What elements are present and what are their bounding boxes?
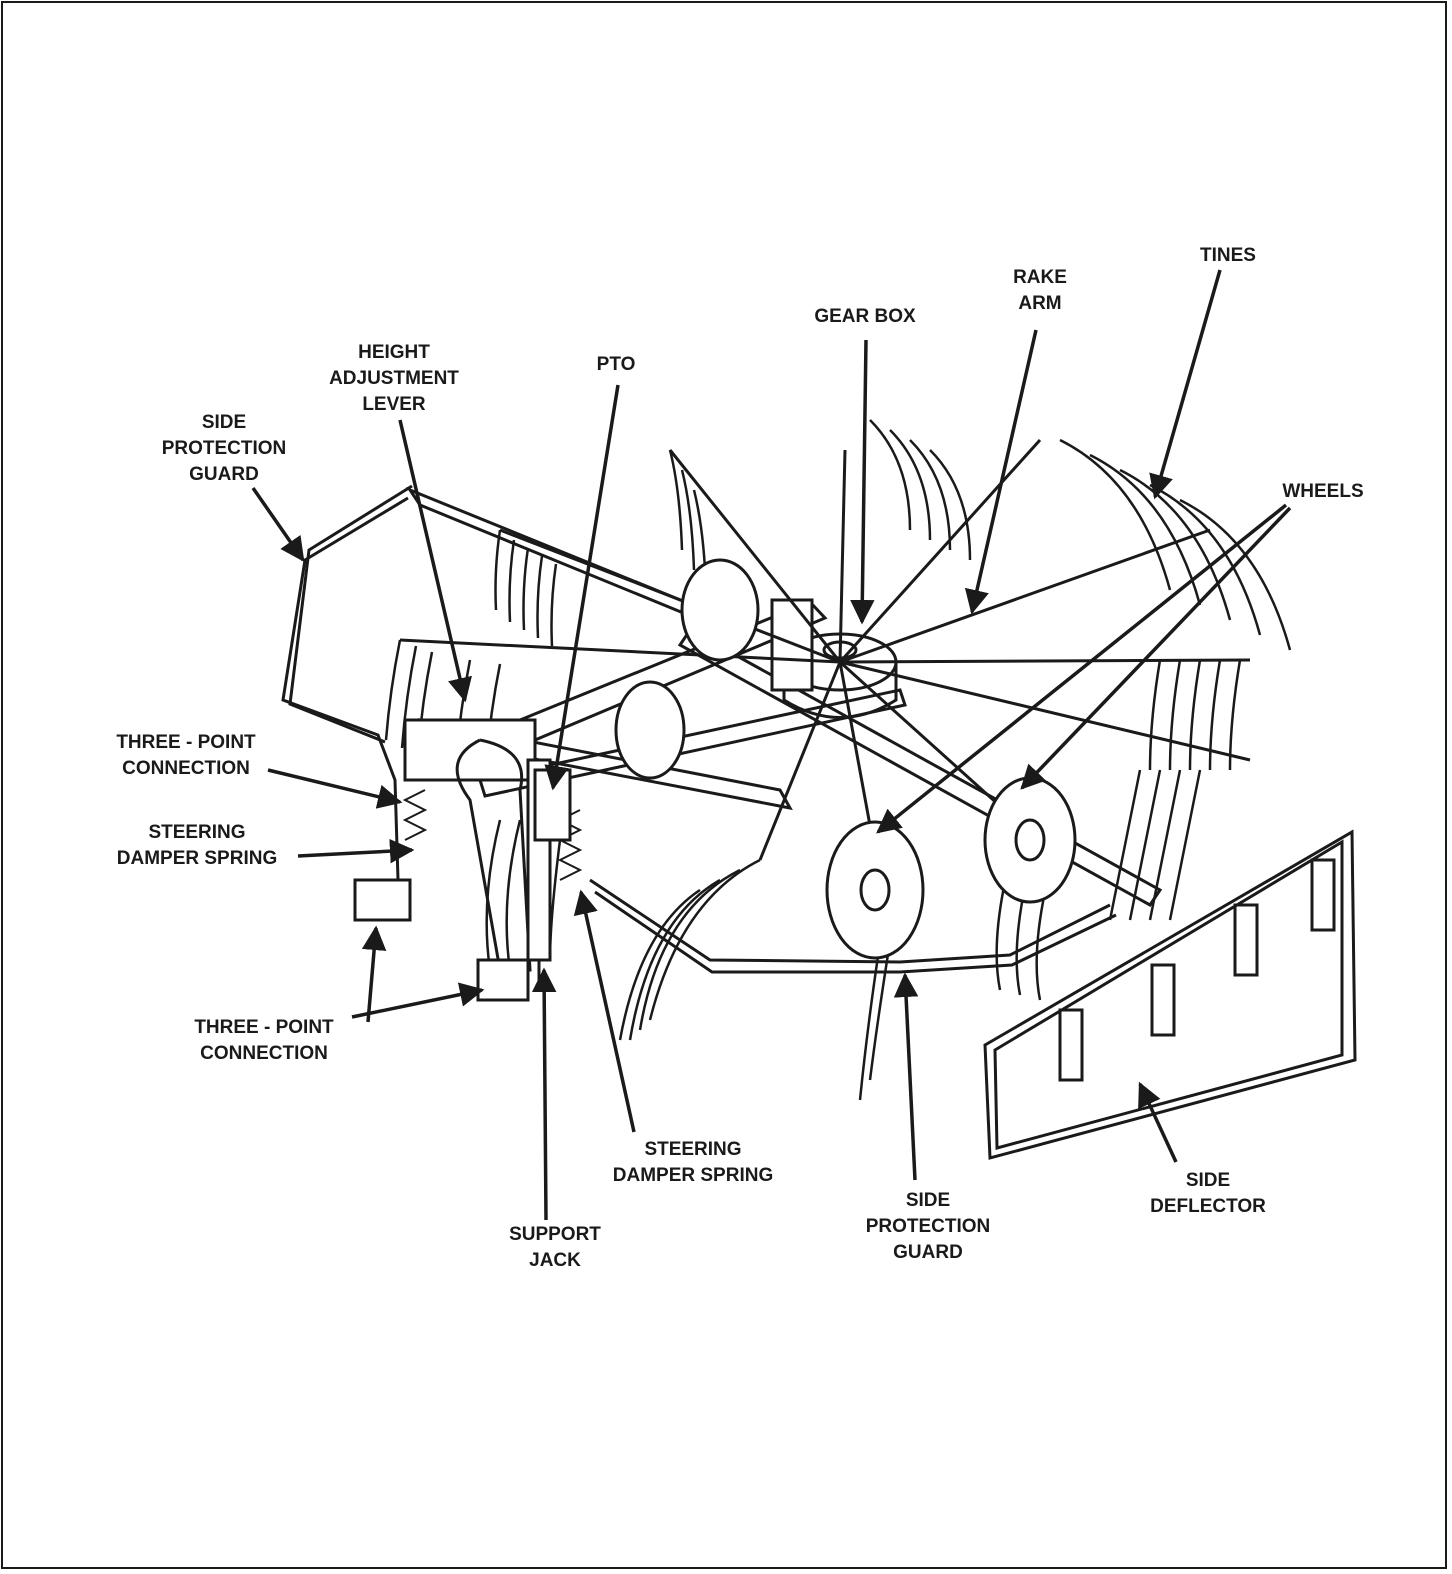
lower-side-protection-guard-drawing (589, 878, 1117, 974)
tines-drawing (384, 419, 1292, 1101)
arrow-three-point-connection-lower-b (351, 982, 485, 1019)
arrow-three-point-connection-upper (267, 768, 403, 809)
arrow-pto (544, 384, 620, 791)
arrow-three-point-connection-lower-a (361, 925, 387, 1023)
arrow-height-adjustment-lever (398, 419, 472, 703)
label-gear-box: GEAR BOX (814, 306, 916, 327)
wheels-drawing (614, 558, 1077, 960)
label-pto: PTO (596, 354, 636, 375)
arrow-side-deflector (1138, 1081, 1178, 1163)
arrow-steering-damper-spring-bottom (573, 889, 636, 1133)
side-deflector-drawing (983, 829, 1357, 1160)
label-tines: TINES (1200, 245, 1256, 266)
hitch-and-jack (353, 718, 583, 1002)
leader-arrows (251, 269, 1292, 1221)
arrow-steering-damper-spring-left (297, 838, 415, 864)
label-wheels: WHEELS (1282, 481, 1364, 502)
arrow-wheels-rear (1020, 506, 1292, 790)
arrow-tines (1149, 269, 1222, 500)
arrow-rake-arm (964, 329, 1038, 615)
arrow-wheels-front (876, 503, 1288, 834)
arrow-side-protection-guard-left (251, 487, 305, 563)
arrow-support-jack (531, 967, 557, 1221)
arrow-gear-box (850, 339, 875, 625)
arrow-side-protection-guard-bottom (893, 972, 919, 1181)
